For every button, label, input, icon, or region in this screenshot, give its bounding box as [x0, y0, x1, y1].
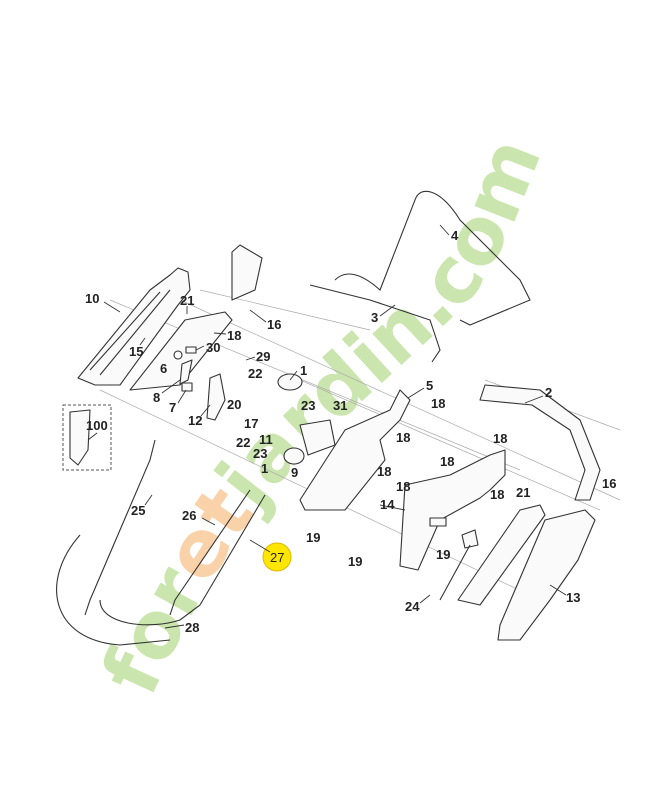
part-30[interactable]	[185, 346, 197, 354]
part-2-upper-bar[interactable]	[479, 384, 601, 501]
part-handle-plate-right	[457, 504, 546, 606]
part-10-handle-cover[interactable]	[77, 267, 191, 386]
label-18[interactable]: 18	[227, 328, 241, 343]
cables	[56, 439, 266, 646]
leader-lines	[87, 224, 567, 629]
label-2[interactable]: 2	[545, 385, 552, 400]
label-17[interactable]: 17	[244, 416, 258, 431]
part-8[interactable]	[179, 359, 193, 385]
part-1-knob-top[interactable]	[277, 373, 303, 391]
label-30[interactable]: 30	[206, 340, 220, 355]
label-18e[interactable]: 18	[440, 454, 454, 469]
label-100[interactable]: 100	[86, 418, 108, 433]
label-8[interactable]: 8	[153, 390, 160, 405]
label-1b[interactable]: 1	[261, 461, 268, 476]
label-28[interactable]: 28	[185, 620, 199, 635]
label-18f[interactable]: 18	[377, 464, 391, 479]
label-14[interactable]: 14	[380, 497, 395, 512]
label-4[interactable]: 4	[451, 228, 459, 243]
part-27-highlight[interactable]	[262, 542, 292, 572]
label-21b[interactable]: 21	[516, 485, 530, 500]
label-18h[interactable]: 18	[490, 487, 504, 502]
label-1[interactable]: 1	[300, 363, 307, 378]
label-13[interactable]: 13	[566, 590, 580, 605]
part-12-lever[interactable]	[206, 373, 226, 421]
label-23b[interactable]: 23	[253, 446, 267, 461]
label-21[interactable]: 21	[180, 293, 194, 308]
label-7[interactable]: 7	[169, 400, 176, 415]
label-25[interactable]: 25	[131, 503, 145, 518]
label-16b[interactable]: 16	[602, 476, 616, 491]
label-29[interactable]: 29	[256, 349, 270, 364]
label-18g[interactable]: 18	[396, 479, 410, 494]
label-31[interactable]: 31	[333, 398, 347, 413]
label-19c[interactable]: 19	[436, 547, 450, 562]
part-9[interactable]	[299, 419, 336, 456]
part-100-box	[62, 404, 112, 471]
part-upper-bracket	[231, 244, 263, 301]
label-26[interactable]: 26	[182, 508, 196, 523]
part-13-handle-cover[interactable]	[497, 509, 596, 641]
label-19b[interactable]: 19	[348, 554, 362, 569]
label-18b[interactable]: 18	[431, 396, 445, 411]
part-7[interactable]	[181, 382, 193, 392]
label-18c[interactable]: 18	[396, 430, 410, 445]
label-19[interactable]: 19	[306, 530, 320, 545]
label-27[interactable]: 27	[270, 550, 284, 565]
label-24[interactable]: 24	[405, 599, 420, 614]
label-18d[interactable]: 18	[493, 431, 507, 446]
part-6[interactable]	[173, 350, 183, 360]
label-9[interactable]: 9	[291, 465, 298, 480]
label-20[interactable]: 20	[227, 397, 241, 412]
label-5[interactable]: 5	[426, 378, 433, 393]
part-3-rod[interactable]	[309, 284, 441, 363]
part-14-bracket[interactable]	[399, 449, 506, 571]
label-23[interactable]: 23	[301, 398, 315, 413]
label-12[interactable]: 12	[188, 413, 202, 428]
part-24-switch[interactable]	[461, 529, 479, 549]
label-11[interactable]: 11	[259, 432, 273, 447]
label-6[interactable]: 6	[160, 361, 167, 376]
part-5-bracket[interactable]	[299, 389, 411, 511]
part-1-knob-bottom[interactable]	[283, 447, 305, 465]
part-4-bail[interactable]	[334, 190, 531, 326]
label-10[interactable]: 10	[85, 291, 99, 306]
part-100-lever[interactable]	[69, 409, 91, 466]
label-22[interactable]: 22	[248, 366, 262, 381]
label-3[interactable]: 3	[371, 310, 378, 325]
label-22b[interactable]: 22	[236, 435, 250, 450]
small-parts	[173, 346, 479, 601]
label-15[interactable]: 15	[129, 344, 143, 359]
part-labels: 10 21 16 18 15 30 6 29 22 1 8 7 20 12 23…	[85, 228, 616, 635]
label-16[interactable]: 16	[267, 317, 281, 332]
